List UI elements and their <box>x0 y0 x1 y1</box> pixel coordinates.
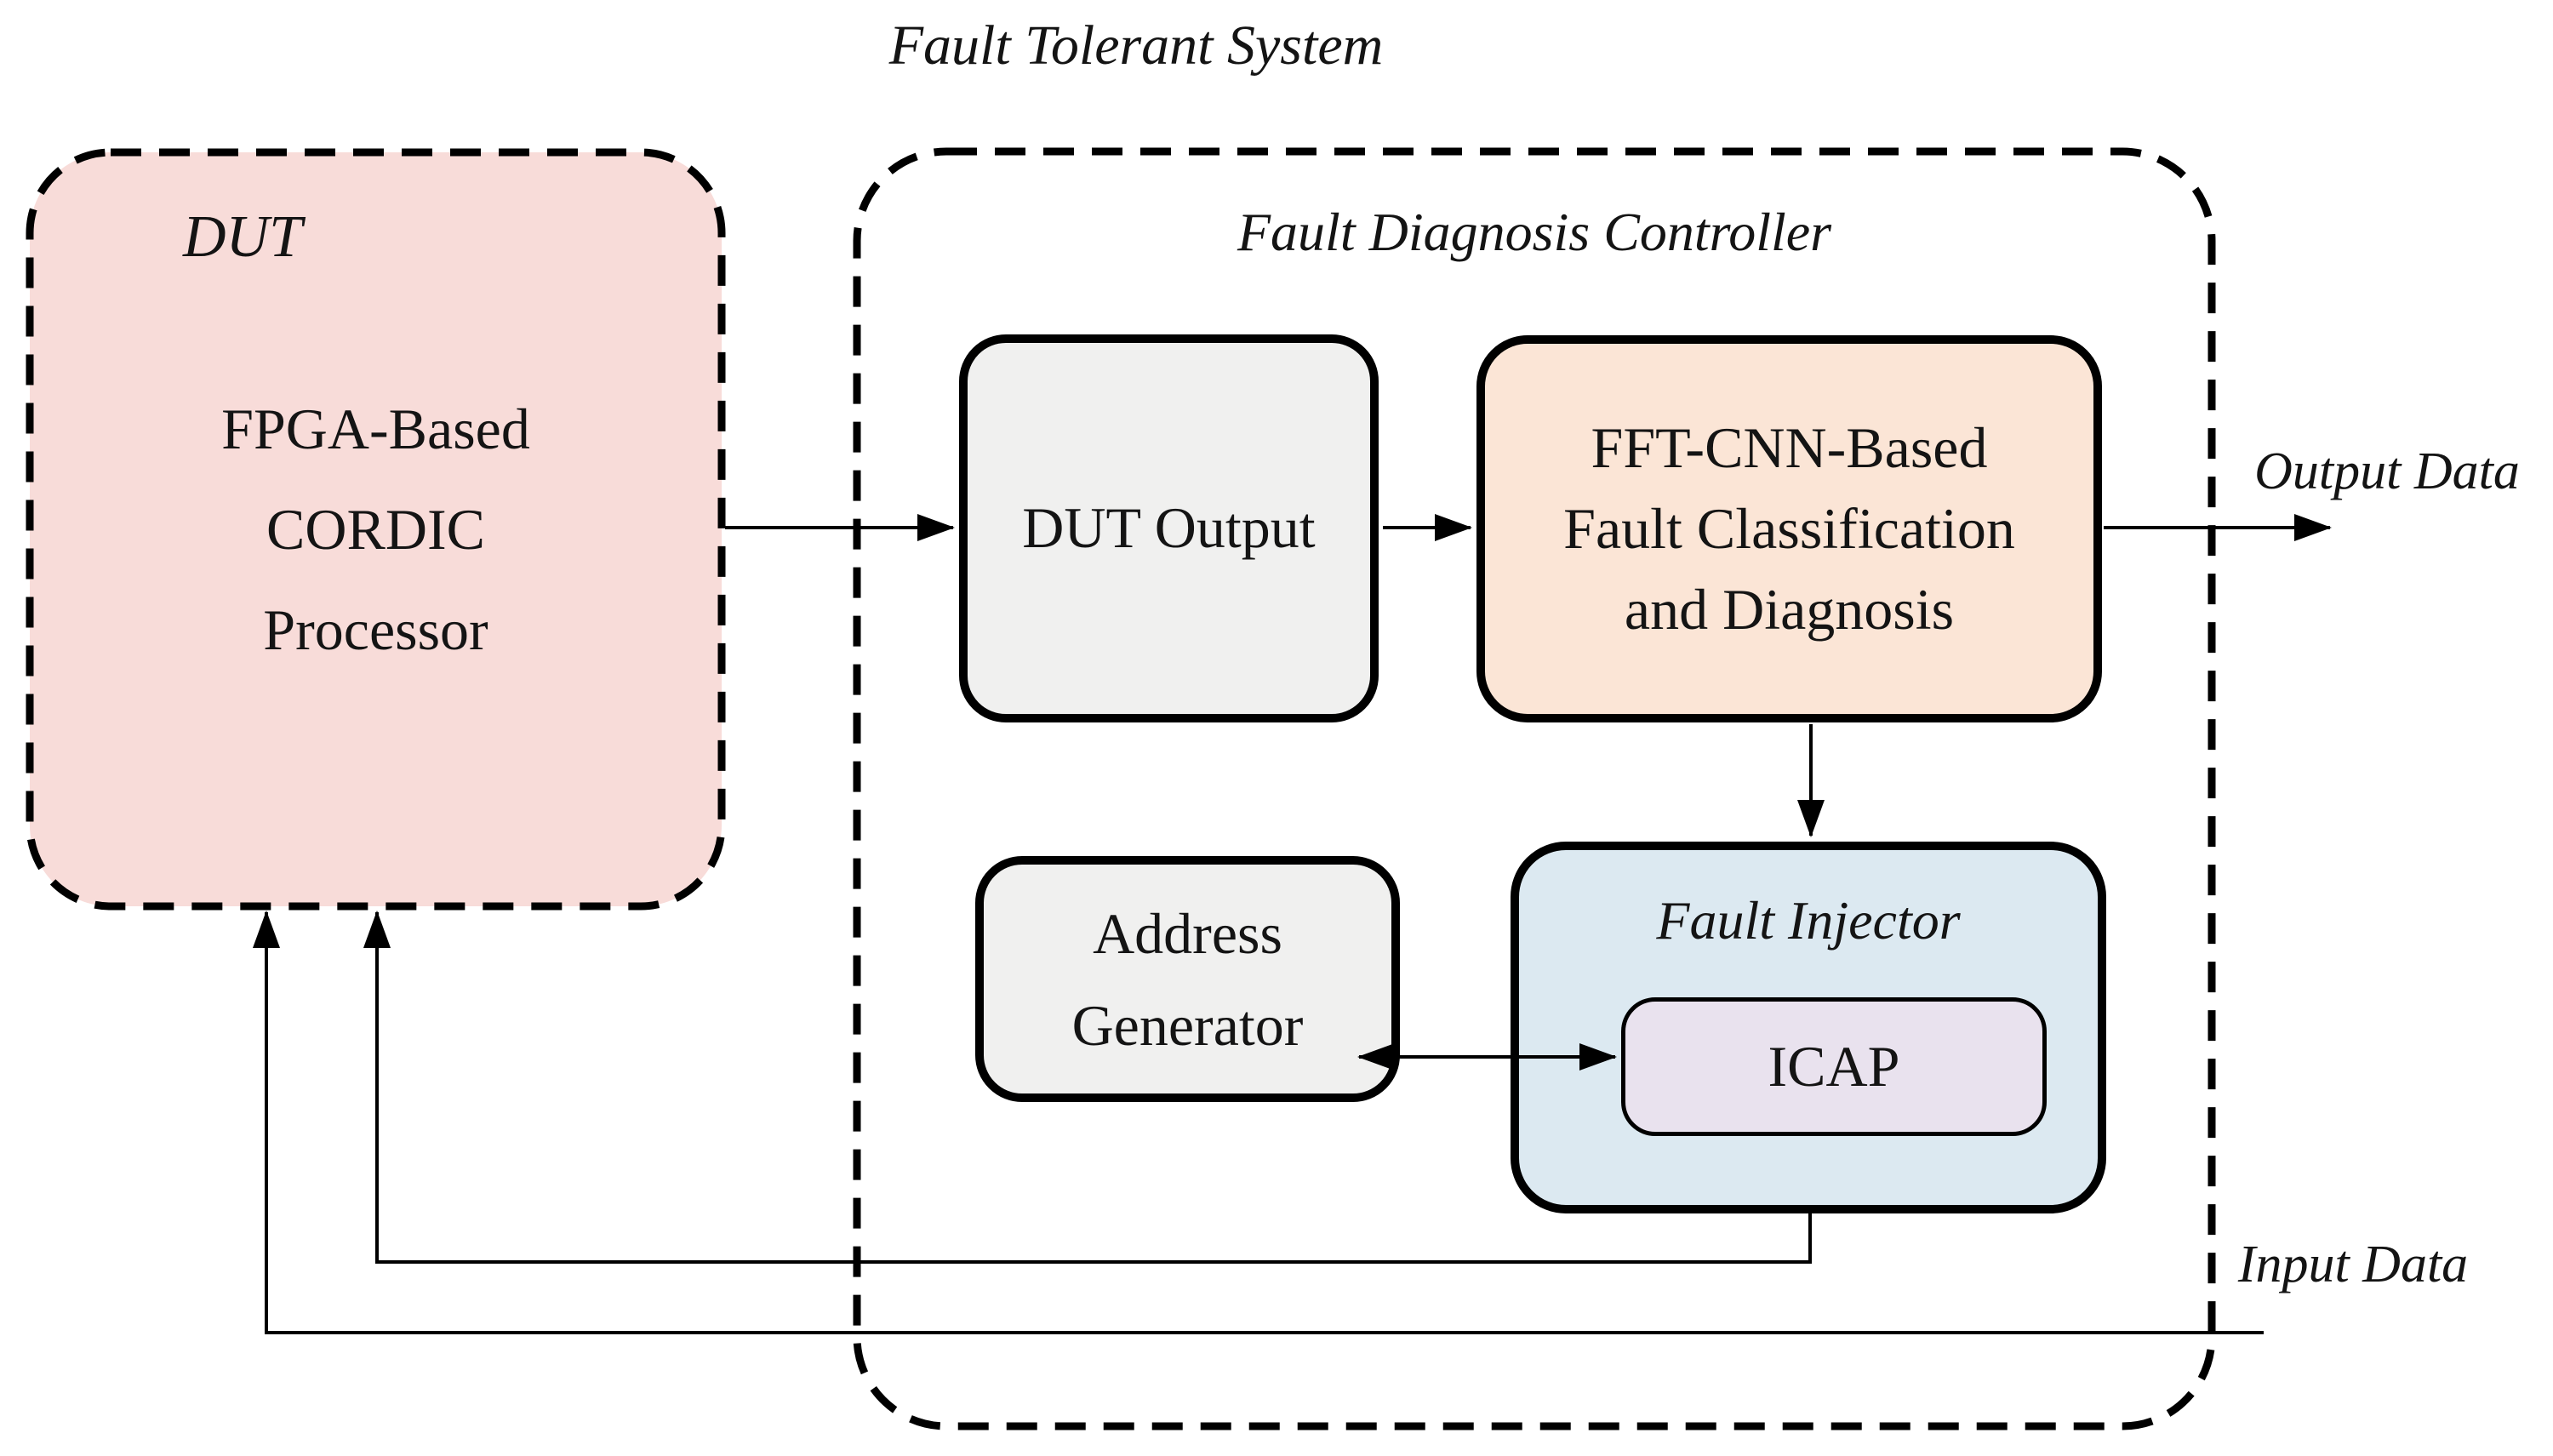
dut-container-label: DUT <box>183 204 303 270</box>
address-generator-line: Address <box>1093 900 1282 966</box>
dut-description-line: FPGA-Based <box>221 397 530 461</box>
dut-output-label: DUT Output <box>1022 495 1316 561</box>
fault-injector-label: Fault Injector <box>1656 890 1961 951</box>
dut-description-line: CORDIC <box>266 497 485 562</box>
icap-box: ICAP <box>1621 997 2047 1136</box>
diagram-title: Fault Tolerant System <box>888 14 1384 77</box>
dut-dashed-box <box>26 148 726 911</box>
address-generator-box: Address Generator <box>975 856 1400 1102</box>
dut-description-line: Processor <box>263 597 488 662</box>
icap-label: ICAP <box>1768 1033 1900 1099</box>
fft-line: FFT-CNN-Based <box>1591 415 1988 480</box>
dut-output-box: DUT Output <box>959 334 1379 722</box>
fft-cnn-classification-box: FFT-CNN-Based Fault Classification and D… <box>1476 335 2102 722</box>
dut-description: FPGA-Based CORDIC Processor <box>26 149 725 910</box>
fft-line: and Diagnosis <box>1624 577 1955 642</box>
fault-diagnosis-controller-label: Fault Diagnosis Controller <box>1237 202 1832 262</box>
fft-line: Fault Classification <box>1563 496 2015 561</box>
fault-injector-box: Fault Injector ICAP <box>1511 842 2106 1213</box>
address-generator-line: Generator <box>1071 992 1304 1058</box>
output-data-label: Output Data <box>2254 443 2520 500</box>
input-data-label: Input Data <box>2237 1236 2469 1293</box>
